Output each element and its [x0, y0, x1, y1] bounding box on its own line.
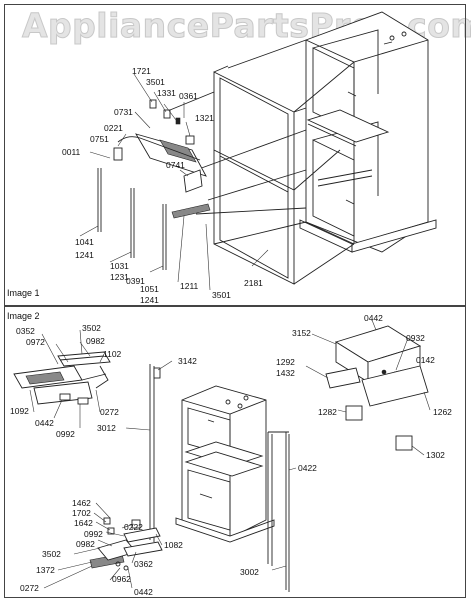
part-label: 3002 [240, 567, 259, 577]
hinge-strips [97, 168, 211, 270]
part-label: 1702 [72, 508, 91, 518]
part-label: 0442 [35, 418, 54, 428]
part-label: 0751 [90, 134, 109, 144]
part-label: 0982 [86, 336, 105, 346]
part-label: 1432 [276, 368, 295, 378]
upper-left-assembly [13, 351, 111, 405]
part-label: 1092 [10, 406, 29, 416]
part-label: 1241 [140, 295, 159, 305]
part-label: 0422 [298, 463, 317, 473]
door-frame-2181 [213, 65, 307, 285]
part-label: 1372 [36, 565, 55, 575]
part-label: 1642 [74, 518, 93, 528]
part-label: 1462 [72, 498, 91, 508]
part-label: 0962 [112, 574, 131, 584]
part-label: 0972 [26, 337, 45, 347]
part-label: 0391 [126, 276, 145, 286]
part-label: 0982 [76, 539, 95, 549]
part-label: 1051 [140, 284, 159, 294]
part-label: 0222 [124, 522, 143, 532]
part-label: 0992 [56, 429, 75, 439]
part-label: 1302 [426, 450, 445, 460]
part-label: 0221 [104, 123, 123, 133]
part-label: 1231 [110, 272, 129, 282]
cabinet-shell-2 [175, 385, 275, 543]
side-strip-0422-3002 [267, 431, 290, 592]
leader-lines-1 [79, 73, 269, 291]
part-label: 3502 [82, 323, 101, 333]
part-label: 3012 [97, 423, 116, 433]
part-label: 0361 [179, 91, 198, 101]
part-label: 0992 [84, 529, 103, 539]
panel-1-title: Image 1 [7, 288, 40, 298]
part-label: 0142 [416, 355, 435, 365]
part-label: 3501 [212, 290, 231, 300]
leader-lines-2 [29, 319, 431, 589]
part-label: 1102 [103, 349, 122, 359]
part-label: 1031 [110, 261, 129, 271]
side-strip-3012 [149, 364, 161, 542]
part-label: 2181 [244, 278, 263, 288]
part-label: 1082 [164, 540, 183, 550]
part-label: 0442 [134, 587, 153, 597]
part-label: 1292 [276, 357, 295, 367]
part-label: 0352 [16, 326, 35, 336]
part-label: 0272 [100, 407, 119, 417]
part-label: 3142 [178, 356, 197, 366]
part-label: 1721 [132, 66, 151, 76]
part-label: 1241 [75, 250, 94, 260]
part-label: 0272 [20, 583, 39, 593]
part-label: 0741 [166, 160, 185, 170]
cabinet-shell [299, 11, 437, 253]
part-label: 3152 [292, 328, 311, 338]
part-label: 0011 [62, 147, 81, 157]
lower-hinge-parts [89, 517, 163, 571]
part-label: 1211 [180, 281, 199, 291]
top-cover-assembly [325, 325, 429, 451]
panel-2-title: Image 2 [7, 311, 40, 321]
diagram-panel-1 [4, 4, 466, 306]
projection-lines-1 [169, 39, 355, 285]
part-label: 3502 [42, 549, 61, 559]
part-label: 1321 [195, 113, 214, 123]
part-label: 3501 [146, 77, 165, 87]
part-label: 1331 [157, 88, 176, 98]
part-label: 0362 [134, 559, 153, 569]
part-label: 1041 [75, 237, 94, 247]
diagram-panel-2 [4, 306, 466, 598]
part-label: 1262 [433, 407, 452, 417]
part-label: 0932 [406, 333, 425, 343]
part-label: 0442 [364, 313, 383, 323]
part-label: 0731 [114, 107, 133, 117]
part-label: 1282 [318, 407, 337, 417]
